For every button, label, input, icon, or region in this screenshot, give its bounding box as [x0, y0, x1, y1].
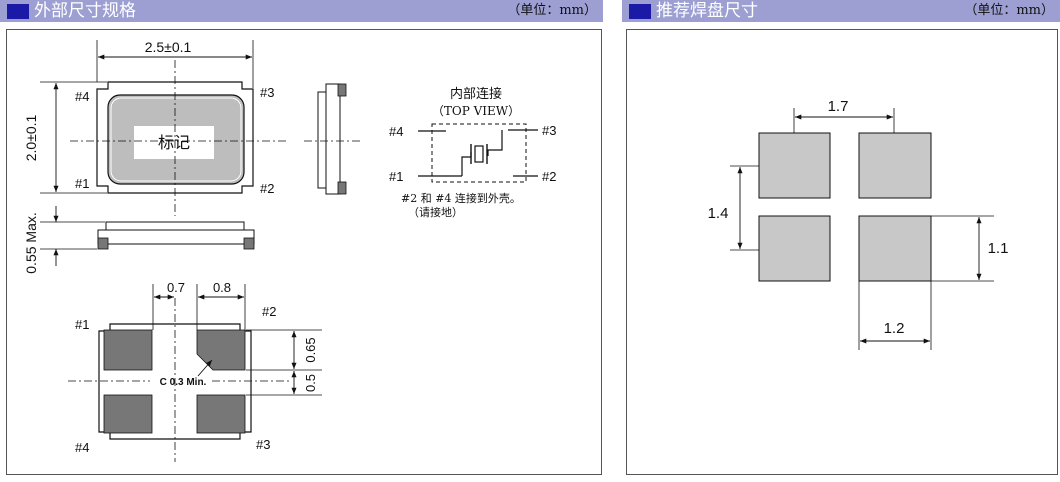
lid-inner	[110, 97, 242, 182]
external-dimensions-panel: 外部尺寸规格 （单位：mm） 标记 2.5±0.1	[0, 0, 603, 475]
top-view: 标记 2.5±0.1 2.0±0.1 #4 #3 #1 #2	[23, 39, 288, 216]
bottom-view: C 0.3 Min. 0.7 0.8 0.65 0.5 #1 #2 #4 #3	[68, 280, 322, 462]
header-square-icon	[7, 4, 29, 19]
internal-note2: （请接地）	[408, 206, 463, 219]
top-pin2: #2	[260, 181, 274, 196]
height-dim-label: 2.0±0.1	[23, 114, 39, 161]
pad-layout-drawing: 1.7 1.4 1.1 1.2	[708, 98, 1009, 350]
internal-subtitle: （TOP VIEW）	[432, 104, 520, 118]
chamfer-label: C 0.3 Min.	[160, 377, 207, 388]
pad-width-label: 1.2	[884, 320, 905, 337]
dim-c-label: 0.65	[303, 337, 318, 362]
dim-d-label: 0.5	[303, 374, 318, 392]
top-pin4: #4	[75, 89, 89, 104]
panel-header: 外部尺寸规格 （单位：mm）	[0, 0, 603, 22]
side-view-bottom: 0.55 Max.	[23, 206, 255, 274]
internal-pin1: #1	[389, 169, 403, 184]
internal-box	[431, 123, 527, 183]
unit-label: （单位：mm）	[507, 3, 597, 18]
pad-height-label: 1.1	[988, 240, 1009, 257]
internal-pin2: #2	[542, 169, 556, 184]
internal-pin3: #3	[542, 123, 556, 138]
internal-title: 内部连接	[450, 86, 502, 102]
pad-top-left	[758, 132, 831, 199]
top-pin3: #3	[260, 85, 274, 100]
dim-a-label: 0.7	[167, 280, 185, 295]
panel-title: 推荐焊盘尺寸	[656, 1, 758, 21]
pad-4	[103, 394, 153, 434]
marking-box	[134, 126, 214, 159]
unit-label: （单位：mm）	[964, 3, 1054, 18]
bottom-pin4: #4	[75, 440, 89, 455]
width-dim-label: 2.5±0.1	[145, 39, 192, 55]
drawing-frame	[626, 29, 1058, 475]
internal-pin4: #4	[389, 124, 403, 139]
pad-bottom-left	[758, 215, 831, 282]
panel-title: 外部尺寸规格	[34, 1, 136, 21]
recommended-pad-panel: 推荐焊盘尺寸 （单位：mm） 1.7 1.4 1.1 1.2	[622, 0, 1060, 482]
pad-top-right	[858, 132, 932, 199]
pitch-y-label: 1.4	[708, 205, 729, 222]
pad-1	[103, 329, 153, 371]
header-square-icon	[629, 4, 651, 19]
bottom-pin1: #1	[75, 317, 89, 332]
panel-header: 推荐焊盘尺寸 （单位：mm）	[622, 0, 1060, 22]
external-dimensions-drawing: 标记 2.5±0.1 2.0±0.1 #4 #3 #1 #2	[23, 39, 556, 462]
dim-b-label: 0.8	[213, 280, 231, 295]
bottom-pin2: #2	[262, 304, 276, 319]
crystal-symbol	[474, 145, 484, 163]
marking-label: 标记	[158, 133, 190, 152]
internal-note1: #2 和 #4 连接到外壳。	[401, 191, 521, 205]
internal-connection: 内部连接 （TOP VIEW） #4 #3 #1 #2 #2 和 #4 连接到外…	[389, 86, 556, 219]
pad-3	[196, 394, 246, 434]
thickness-dim-label: 0.55 Max.	[23, 212, 39, 273]
pitch-x-label: 1.7	[828, 98, 849, 115]
side-view-right	[304, 83, 360, 195]
pad-bottom-right	[858, 215, 932, 282]
top-pin1: #1	[75, 176, 89, 191]
bottom-pin3: #3	[256, 437, 270, 452]
